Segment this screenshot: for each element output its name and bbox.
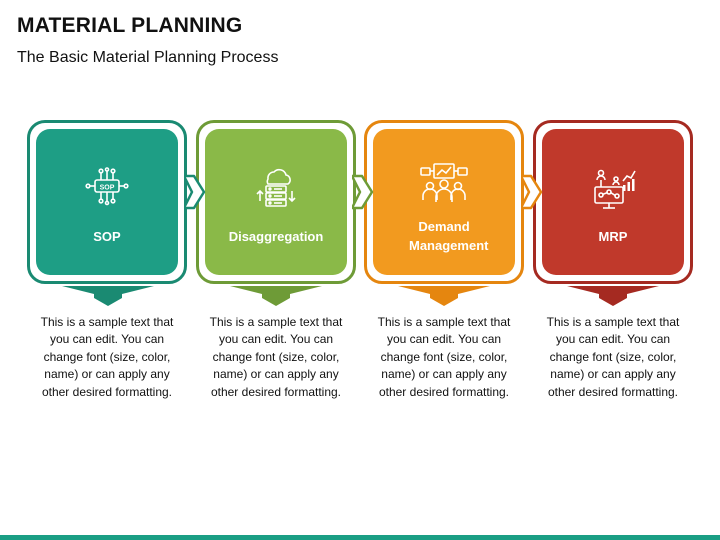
connector-arrow-3: [521, 174, 543, 210]
step-label: Disaggregation: [228, 229, 324, 244]
down-arrow-2: [230, 286, 322, 306]
slide-subtitle: The Basic Material Planning Process: [17, 49, 279, 66]
connector-arrow-1: [184, 174, 206, 210]
down-arrow-1: [62, 286, 154, 306]
step-tile: SOP SOP: [36, 129, 178, 275]
step-tile: Disaggregation: [205, 129, 347, 275]
step-tile: MRP: [542, 129, 684, 275]
connector-arrow-2: [352, 174, 374, 210]
slide-title: MATERIAL PLANNING: [17, 14, 243, 37]
network-monitor-icon: [589, 167, 637, 216]
step-label: Demand Management: [409, 219, 489, 253]
step-label: MRP: [598, 229, 628, 244]
step-mrp: MRP: [533, 120, 693, 284]
step-tile: Demand Management: [373, 129, 515, 275]
down-arrow-3: [398, 286, 490, 306]
step-label: SOP: [93, 229, 121, 244]
step-description-demand-management: This is a sample text that you can edit.…: [377, 315, 511, 399]
step-description-mrp: This is a sample text that you can edit.…: [546, 315, 680, 399]
step-demand-management: Demand Management: [364, 120, 524, 284]
sop-chip-icon: SOP: [85, 167, 129, 212]
team-chart-icon: [419, 162, 469, 211]
svg-text:SOP: SOP: [100, 185, 115, 192]
server-cloud-icon: [254, 167, 298, 216]
footer-bar: [0, 535, 720, 540]
step-description-sop: This is a sample text that you can edit.…: [40, 315, 174, 399]
step-disaggregation: Disaggregation: [196, 120, 356, 284]
step-description-disaggregation: This is a sample text that you can edit.…: [209, 315, 343, 399]
step-sop: SOP SOP: [27, 120, 187, 284]
down-arrow-4: [567, 286, 659, 306]
